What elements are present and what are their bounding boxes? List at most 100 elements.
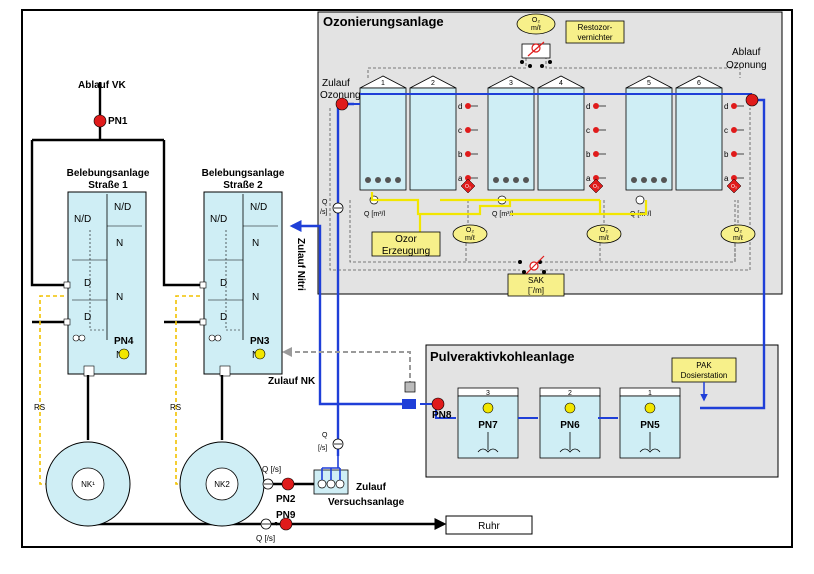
ozone-residual-sensor [460,178,476,194]
lane1-title: Belebungsanlage [67,168,150,179]
svg-text:SAK: SAK [528,276,545,285]
ozone-residual-label: O₃ [731,184,737,190]
reactor-column-1: 1Q [m³/l [359,75,407,218]
flow-meter-pn9 [260,518,272,530]
sample-point-ozone-inlet [335,97,349,111]
svg-text:m/ℓ: m/ℓ [531,25,542,32]
outer-frame [21,9,793,548]
flow-meter-pn2 [262,478,274,490]
pac-title: Pulveraktivkohleanlage [430,349,575,364]
pac-dosing-station: PAK Dosierstation [671,357,737,383]
svg-text:Q [/s]: Q [/s] [262,465,281,474]
svg-text:Q [/s]: Q [/s] [256,534,275,543]
zone-label: D [84,278,91,289]
zone-label: N/D [250,202,267,213]
ozonation-plant: Ozonierungsanlage O₂ [317,11,783,297]
sak-analyzer: SAK [ˉ/m] [507,273,565,297]
svg-text:Ruhr: Ruhr [478,521,500,532]
port-letter: a [586,174,591,183]
test-plant-inlet-pumps [313,456,349,495]
svg-text:Ozonung: Ozonung [320,90,361,101]
aeration-lane-2: N/DN/DNDNDNPN3 [199,191,283,377]
svg-text:/s]: /s] [320,209,327,216]
pn1-label: PN1 [108,116,128,127]
pac-tank-number: 1 [648,390,652,397]
return-sludge-label-2: RS [170,403,181,412]
column-number: 2 [431,80,435,87]
sample-point-pn9 [279,517,293,531]
gas-flow-label: Q [m³/l [364,211,385,218]
ozone-residual-sensor [588,178,604,194]
svg-text:O₂: O₂ [466,227,474,234]
ozonation-outlet-label: Ablauf [732,47,761,58]
svg-text:m/ℓ: m/ℓ [599,235,610,242]
svg-text:NK2: NK2 [214,480,230,489]
port-letter: c [724,126,728,135]
pac-sample-label: PN7 [478,420,498,431]
ozonation-inlet-label: Zulauf [322,78,350,89]
port-letter: a [458,174,463,183]
pac-sample-point [644,402,656,414]
zone-label: N/D [114,202,131,213]
pac-sample-label: PN5 [640,420,660,431]
port-letter: b [458,150,463,159]
ozone-offgas-sensor: O₂ m/ℓ [516,13,556,35]
pn2-label: PN2 [276,494,296,505]
zone-label: D [220,278,227,289]
pn8-label: PN8 [432,410,452,421]
ozone-generator: Ozor Erzeugung [371,231,441,257]
port-letter: d [724,102,728,111]
sample-point-pn1 [93,114,107,128]
control-lines [329,56,751,271]
sample-point-pn8 [431,397,445,411]
svg-text:Q: Q [322,199,328,206]
port-letter: b [586,150,591,159]
ozone-sensor-3: O₂ m/ℓ [720,224,756,244]
inlet-nitri-label: Zulauf Nitri [295,238,306,291]
return-sludge-label-1: RS [34,403,45,412]
svg-text:Ozor: Ozor [395,234,417,245]
ozone-residual-label: O₃ [593,184,599,190]
lane-sample-point [254,348,266,360]
svg-text:Versuchsanlage: Versuchsanlage [328,497,405,508]
ozonation-title: Ozonierungsanlage [323,14,444,29]
svg-text:Restozor-: Restozor- [578,23,613,32]
svg-text:O₂: O₂ [532,17,540,24]
pac-sample-label: PN6 [560,420,580,431]
svg-text:m/ℓ: m/ℓ [465,235,476,242]
flow-meter-ozone-inlet: Q /s] [320,199,344,216]
residual-ozone-valve [520,41,552,68]
port-letter: d [586,102,590,111]
svg-text:Straße 1: Straße 1 [88,180,128,191]
zone-label: N [252,238,259,249]
svg-text:Q: Q [322,432,328,439]
zone-label: D [84,312,91,323]
zone-label: N [116,238,123,249]
secondary-clarifier-1: NK¹ [45,441,131,527]
nk-feed-valve [404,381,416,393]
pac-connections [420,403,618,419]
test-plant-inlet-label: Zulauf [356,482,387,493]
ozone-residual-sensor [726,178,742,194]
gas-flow-label: Q [m³/l [492,211,513,218]
svg-text:NK¹: NK¹ [81,480,95,489]
ozone-sensor-2: O₂ m/ℓ [586,224,622,244]
svg-text:Dosierstation: Dosierstation [681,371,728,380]
primary-effluent-label: Ablauf VK [78,80,127,91]
river-ruhr: Ruhr [445,515,533,535]
sample-point-pn2 [281,477,295,491]
svg-text:m/ℓ: m/ℓ [733,235,744,242]
svg-text:PAK: PAK [696,361,712,370]
lane-sample-label: PN3 [250,336,270,347]
svg-text:Straße 2: Straße 2 [223,180,263,191]
port-letter: a [724,174,729,183]
port-letter: c [458,126,462,135]
svg-text:O₂: O₂ [600,227,608,234]
